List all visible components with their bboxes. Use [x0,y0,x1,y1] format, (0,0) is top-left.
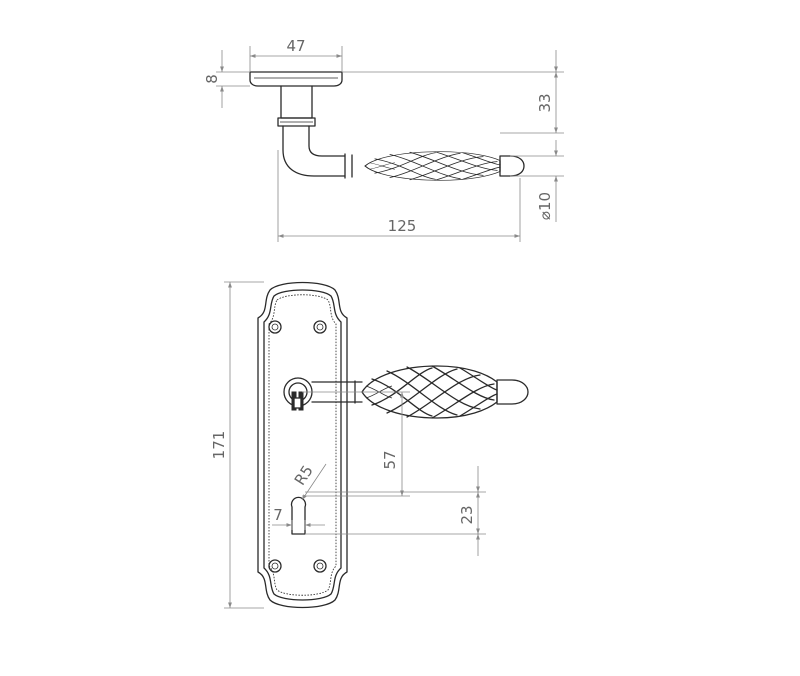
shank-side [282,125,346,177]
cage-knob-side [364,151,501,181]
dim-plate-height: 171 [210,431,228,460]
keyhole [290,496,307,535]
dim-keyhole-width: 7 [273,506,283,524]
rose-side [249,71,343,87]
dim-keyhole-radius: R5 [291,462,317,489]
lever-shank-front [311,381,363,403]
handle-rose-front [283,377,313,411]
screw-bottom-right [313,559,327,573]
front-dimensions: 171 R5 57 23 7 [210,281,486,609]
dim-keyhole-length: 23 [458,505,476,524]
dim-rose-width: 47 [286,37,305,55]
front-view [257,281,529,609]
screw-bottom-left [268,559,282,573]
screw-top-left [268,320,282,334]
backplate-outline [257,281,348,609]
side-view [249,71,525,181]
end-knob-side [499,155,525,177]
dim-knob-diameter: ⌀10 [536,192,554,220]
dim-spindle-to-keyhole: 57 [381,450,399,469]
neck-side [280,85,313,119]
dim-rose-height: 8 [203,74,221,84]
end-knob-front [496,379,529,405]
dim-handle-length: 125 [388,217,417,235]
dim-projection: 33 [536,93,554,112]
bead-border [268,294,337,596]
screw-top-right [313,320,327,334]
side-dimensions: 47 8 33 ⌀10 125 [203,37,564,242]
